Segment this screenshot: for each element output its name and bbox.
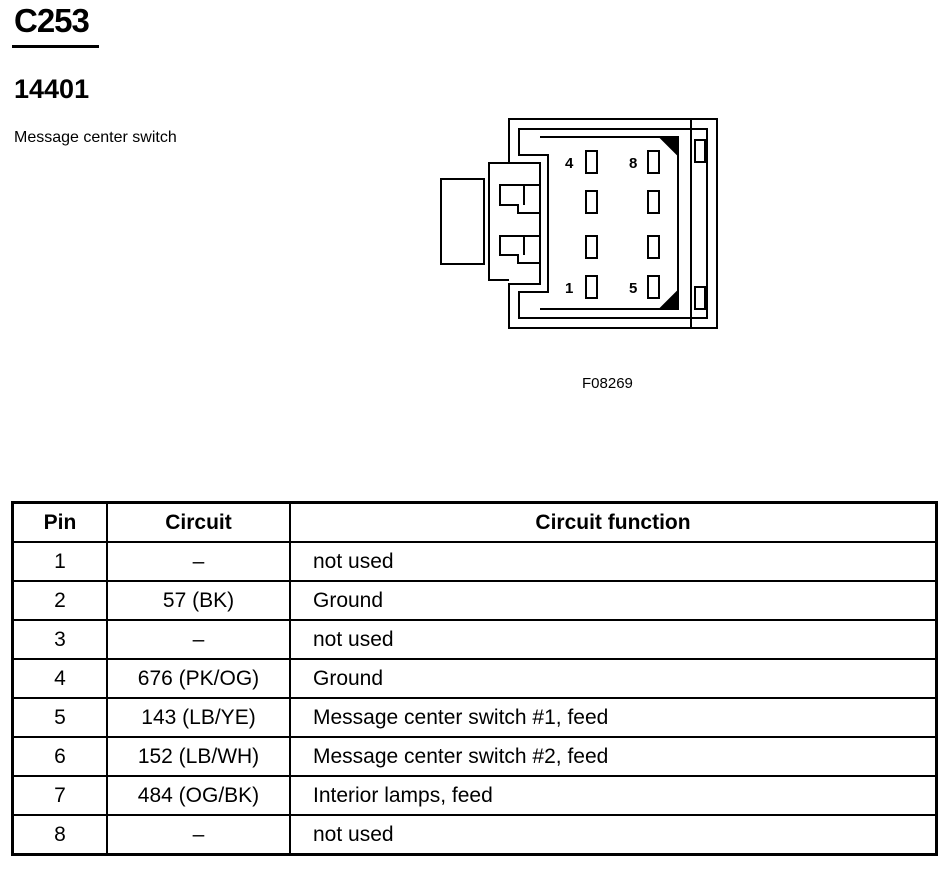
function-cell: not used [289, 619, 938, 660]
pin-6-terminal [647, 235, 660, 259]
pin-4-terminal [585, 150, 598, 174]
pin-cell: 1 [11, 541, 108, 582]
circuit-cell: 143 (LB/YE) [106, 697, 291, 738]
function-cell: Interior lamps, feed [289, 775, 938, 816]
pin-1-terminal [585, 275, 598, 299]
table-row: 6 152 (LB/WH) Message center switch #2, … [11, 736, 938, 777]
function-cell: Message center switch #1, feed [289, 697, 938, 738]
latch-clip-top [499, 184, 541, 214]
table-row: 3 – not used [11, 619, 938, 660]
column-header-pin: Pin [11, 501, 108, 543]
circuit-cell: – [106, 541, 291, 582]
table-row: 2 57 (BK) Ground [11, 580, 938, 621]
pin-cell: 8 [11, 814, 108, 856]
figure-code: F08269 [582, 375, 633, 392]
circuit-cell: 152 (LB/WH) [106, 736, 291, 777]
table-row: 4 676 (PK/OG) Ground [11, 658, 938, 699]
pin-2-terminal [585, 235, 598, 259]
table-row: 7 484 (OG/BK) Interior lamps, feed [11, 775, 938, 816]
latch-block [440, 178, 485, 265]
circuit-cell: – [106, 814, 291, 856]
function-cell: Ground [289, 658, 938, 699]
pin-cell: 5 [11, 697, 108, 738]
circuit-cell: 484 (OG/BK) [106, 775, 291, 816]
connector-face-diagram: 4 8 1 5 [440, 118, 718, 329]
table-row: 8 – not used [11, 814, 938, 856]
function-cell: not used [289, 541, 938, 582]
pin-8-terminal [647, 150, 660, 174]
pin-cavity [540, 136, 679, 310]
column-header-function: Circuit function [289, 501, 938, 543]
connector-id-underline [12, 45, 99, 48]
pin-5-terminal [647, 275, 660, 299]
circuit-cell: 57 (BK) [106, 580, 291, 621]
pin-cell: 7 [11, 775, 108, 816]
pin-cell: 3 [11, 619, 108, 660]
column-header-circuit: Circuit [106, 501, 291, 543]
pin-cell: 2 [11, 580, 108, 621]
pin-cell: 6 [11, 736, 108, 777]
table-row: 1 – not used [11, 541, 938, 582]
function-cell: not used [289, 814, 938, 856]
circuit-cell: – [106, 619, 291, 660]
pin-label: 1 [565, 280, 573, 297]
function-cell: Message center switch #2, feed [289, 736, 938, 777]
table-row: 5 143 (LB/YE) Message center switch #1, … [11, 697, 938, 738]
housing-inner-frame [518, 128, 708, 319]
side-tab-top [694, 139, 706, 163]
latch-arm [488, 162, 509, 281]
corner-key-bottom [657, 288, 679, 310]
pin-cell: 4 [11, 658, 108, 699]
pin-label: 5 [629, 280, 637, 297]
table-header-row: Pin Circuit Circuit function [11, 501, 938, 543]
function-cell: Ground [289, 580, 938, 621]
pin-3-terminal [585, 190, 598, 214]
pin-label: 4 [565, 155, 574, 172]
pinout-table: Pin Circuit Circuit function 1 – not use… [11, 501, 938, 856]
corner-key-top [657, 136, 679, 158]
side-tab-bottom [694, 286, 706, 310]
pin-label: 8 [629, 155, 637, 172]
part-number: 14401 [14, 74, 90, 104]
circuit-cell: 676 (PK/OG) [106, 658, 291, 699]
housing-outline [508, 118, 718, 329]
pin-7-terminal [647, 190, 660, 214]
connector-id: C253 [14, 2, 90, 39]
connector-description: Message center switch [14, 129, 177, 146]
latch-clip-bottom [499, 235, 541, 264]
